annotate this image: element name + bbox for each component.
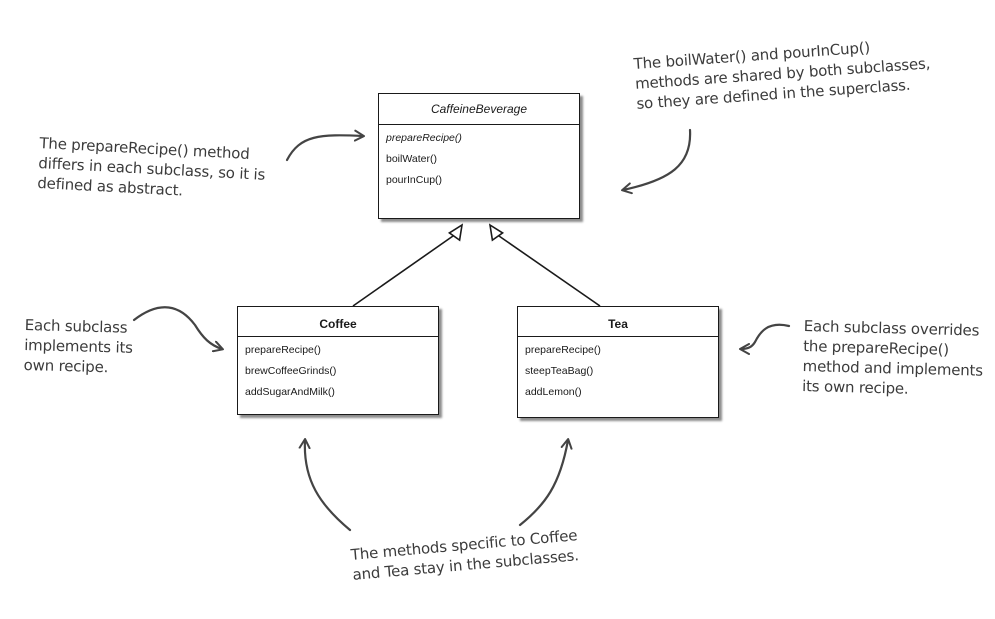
coffee-note-line-1: Each subclass	[24, 315, 128, 337]
inheritance-line-tea	[498, 235, 601, 307]
pointer-arrow-coffee-note	[132, 306, 224, 353]
class-coffee: Coffee prepareRecipe() brewCoffeeGrinds(…	[237, 306, 439, 415]
method-list-tea: prepareRecipe() steepTeaBag() addLemon()	[518, 337, 718, 406]
method-addsugarandmilk: addSugarAndMilk()	[245, 386, 335, 398]
pointer-arrow-shared-note	[621, 128, 692, 195]
method-preparerecipe-abstract: prepareRecipe()	[386, 132, 462, 144]
class-name-coffee: Coffee	[238, 307, 438, 337]
inheritance-triangle-coffee	[447, 223, 464, 242]
coffee-note-line-3: own recipe.	[23, 355, 109, 377]
class-tea: Tea prepareRecipe() steepTeaBag() addLem…	[517, 306, 719, 418]
method-pourincup: pourInCup()	[386, 174, 443, 186]
pointer-arrow-tea-methods	[518, 438, 573, 527]
pointer-arrow-coffee-methods	[298, 438, 352, 532]
pointer-arrow-tea-note	[739, 323, 791, 355]
tea-override-note: Each subclass overrides the prepareRecip…	[802, 316, 984, 401]
method-addlemon: addLemon()	[525, 386, 582, 398]
class-name-caffeinebeverage: CaffeineBeverage	[379, 94, 579, 125]
method-preparerecipe-coffee: prepareRecipe()	[245, 344, 321, 356]
inheritance-line-coffee	[352, 235, 454, 307]
coffee-note-line-2: implements its	[23, 335, 133, 357]
abstract-method-note: The prepareRecipe() method differs in ea…	[37, 133, 267, 205]
class-caffeinebeverage: CaffeineBeverage prepareRecipe() boilWat…	[378, 93, 580, 219]
coffee-recipe-note: Each subclass implements its own recipe.	[23, 315, 133, 378]
inheritance-triangle-tea	[488, 223, 505, 242]
method-list-coffee: prepareRecipe() brewCoffeeGrinds() addSu…	[238, 337, 438, 406]
method-preparerecipe-tea: prepareRecipe()	[525, 344, 601, 356]
method-boilwater: boilWater()	[386, 153, 437, 165]
method-list-caffeinebeverage: prepareRecipe() boilWater() pourInCup()	[379, 125, 579, 194]
pointer-arrow-abstract-note	[285, 129, 365, 162]
method-brewcoffeegrinds: brewCoffeeGrinds()	[245, 365, 337, 377]
method-steepteabag: steepTeaBag()	[525, 365, 594, 377]
class-name-tea: Tea	[518, 307, 718, 337]
